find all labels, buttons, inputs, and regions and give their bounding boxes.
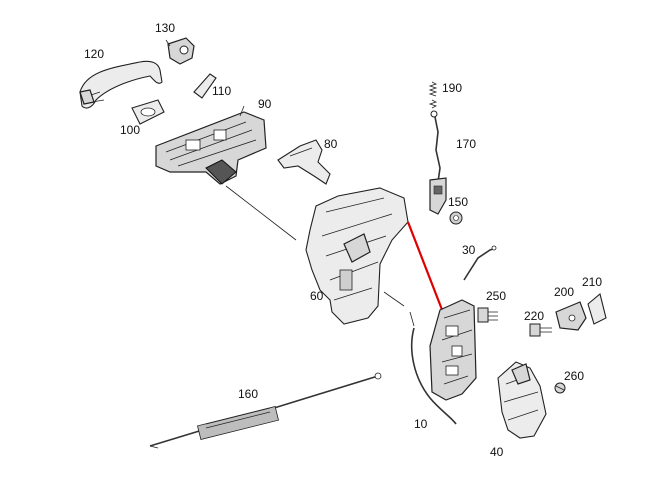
part-150-clip [449,211,463,225]
label-40: 40 [490,445,504,459]
label-30: 30 [462,243,476,257]
label-250: 250 [486,289,506,303]
part-200-striker [555,301,587,331]
part-220-bolt [529,323,552,337]
label-200: 200 [554,285,574,299]
part-labels: 120 130 110 100 90 80 190 170 150 30 60 … [84,21,602,459]
part-210-shim [587,293,607,325]
label-60: 60 [310,289,324,303]
label-260: 260 [564,369,584,383]
part-120-door-handle [79,60,163,109]
part-260-screw [554,382,566,394]
label-160: 160 [238,387,258,401]
part-160-cable [149,372,382,449]
part-60-bracket [305,187,409,325]
part-10-door-lock [410,299,477,425]
label-170: 170 [456,137,476,151]
label-190: 190 [442,81,462,95]
part-190-spring [428,81,438,109]
part-80-lever [277,139,331,185]
label-80: 80 [324,137,338,151]
part-40-cover [497,361,547,439]
part-100-seal [131,99,165,125]
label-90: 90 [258,97,272,111]
part-90-handle-carrier [155,105,267,185]
label-110: 110 [212,84,231,98]
part-250-screw [477,307,498,323]
part-30-rod [463,245,497,281]
label-130: 130 [155,21,175,35]
part-170-rod [429,110,447,215]
label-150: 150 [448,195,468,209]
label-100: 100 [120,123,140,137]
label-220: 220 [524,309,544,323]
part-110-gasket [193,73,217,99]
part-130-end-cap [165,37,195,65]
label-10: 10 [414,417,428,431]
label-120: 120 [84,47,104,61]
leader-lines [225,185,415,327]
label-210: 210 [582,275,602,289]
